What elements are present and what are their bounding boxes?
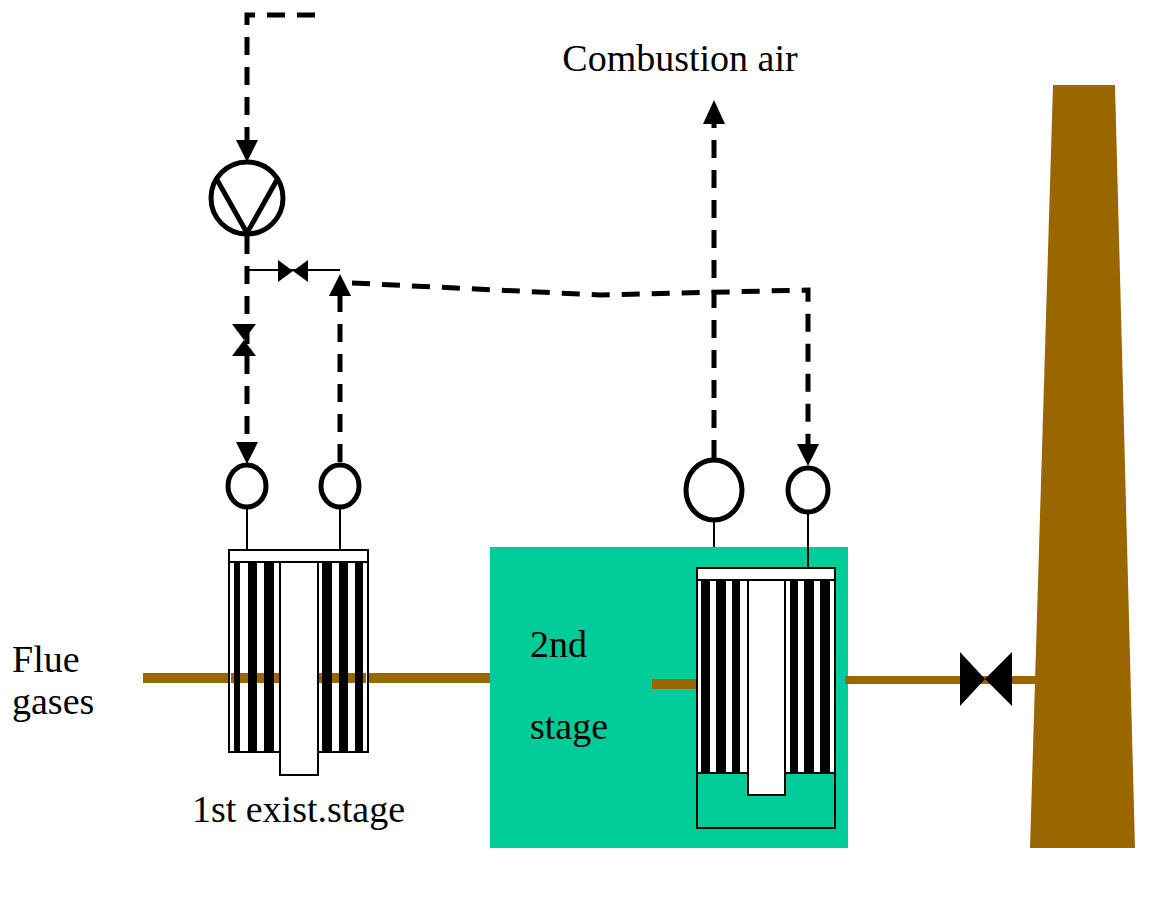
flue-pipe (143, 673, 231, 683)
dashed-line (352, 283, 808, 448)
valve-symbol (293, 260, 308, 282)
arrow-head (797, 444, 819, 466)
header-circle (228, 465, 266, 507)
pump-symbol (211, 162, 283, 234)
arrow-head (236, 140, 258, 162)
heat-exchanger (229, 550, 368, 775)
valve-symbol (960, 652, 985, 706)
stub-line (339, 507, 341, 551)
dashed-line (712, 118, 717, 458)
flue-pipe (652, 679, 699, 689)
arrow-head (329, 274, 351, 296)
heat-exchanger (697, 568, 835, 828)
flue-pipe (368, 673, 490, 683)
header-circle (686, 460, 742, 520)
stub-line (713, 520, 715, 548)
valve-symbol (232, 340, 256, 356)
valve-symbol (985, 652, 1012, 706)
valve-symbol (278, 260, 293, 282)
stub-line (246, 507, 248, 551)
dashed-line (338, 292, 343, 462)
stage-label: 1st exist.stage (192, 787, 405, 831)
dashed-line (247, 15, 315, 150)
header-circle (788, 468, 828, 512)
pump-symbol (216, 178, 278, 233)
flow-label: Combustion air (560, 38, 800, 80)
stub-line (807, 512, 809, 569)
valve-symbol (232, 324, 256, 340)
arrow-head (703, 100, 725, 124)
arrow-head (236, 442, 258, 464)
stage-label: 2nd stage (530, 603, 640, 767)
flow-label: Flue gases (12, 639, 112, 723)
header-circle (321, 465, 359, 507)
chimney (1030, 85, 1135, 848)
